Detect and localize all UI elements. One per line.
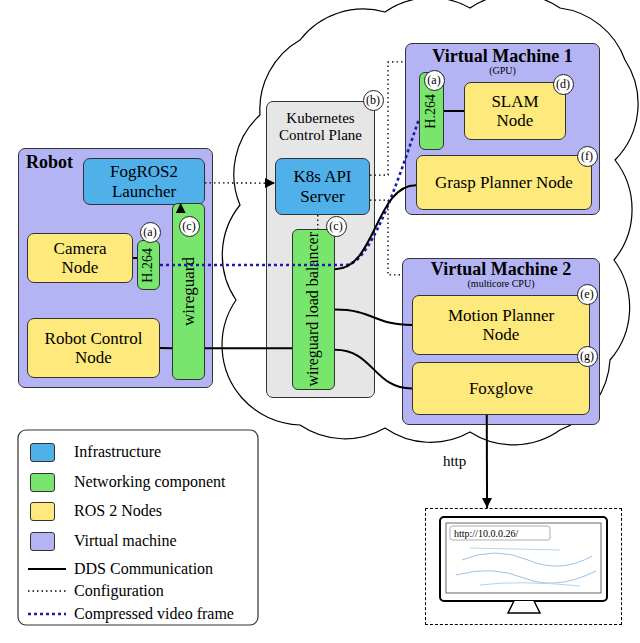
callout-number: (b) [363,90,384,111]
configuration-line [370,200,402,275]
legend-line-sample [28,590,66,591]
container-title: Virtual Machine 1 [406,46,599,66]
monitor-bezel [440,517,607,601]
node-label: Robot Control Node [36,329,151,367]
ros-node-box: Foxglove [412,362,590,415]
container-subtitle: (multicore CPU) [403,278,599,289]
configuration-line [180,203,181,205]
video-stream-line [160,119,419,265]
monitor-screen [446,523,601,593]
ros-node-box: Grasp Planner Node [416,155,592,210]
cloud-outline [222,0,638,445]
callout-number: (a) [424,70,445,91]
configuration-line [205,182,275,183]
node-label: SLAM Node [485,92,545,130]
callout-number: (a) [140,222,161,243]
configuration-line [317,215,318,229]
legend-label: Compressed video frame [74,604,234,624]
networking-box: H.264 [419,72,444,150]
configuration-line [370,62,405,175]
callout-number: (c) [179,216,200,237]
screen-scribble [470,548,580,586]
networking-box: wireguard [172,203,205,380]
virtual-machine-box: Virtual Machine 1(GPU)H.264SLAM NodeGras… [405,43,600,215]
ros-node-box: Motion Planner Node [412,295,590,355]
infrastructure-box: K8s API Server [275,158,370,215]
ros-node-box: Robot Control Node [27,318,160,378]
node-label: H.264 [141,248,156,283]
legend-label: Configuration [74,581,164,601]
system-box: RobotFogROS2 LauncherCamera Node H.264 wir… [18,148,213,388]
node-label: Grasp Planner Node [435,173,573,192]
legend-label: Networking component [74,472,226,492]
callout-number: (d) [553,74,574,95]
node-label: Foxglove [469,379,533,398]
networking-box: H.264 [137,240,160,290]
dds-line [486,415,488,508]
address-bar [450,526,550,540]
node-label: H.264 [424,94,439,129]
callout-number: (g) [577,346,598,367]
dds-line [160,347,172,349]
legend-swatch [30,443,55,462]
container-title: Robot [26,152,73,172]
dds-line [133,257,137,259]
screen-scribble [462,553,592,566]
legend-line-sample [28,568,66,570]
node-label: wireguard [180,257,198,326]
dds-line [444,110,464,112]
node-label: Camera Node [45,239,115,277]
legend-swatch [30,473,55,492]
legend-box [18,430,258,625]
callout-number: (e) [577,284,598,305]
virtual-machine-box: Virtual Machine 2(multicore CPU) Motion P… [402,258,600,425]
connector-group [133,62,487,508]
ros-node-box: Camera Node [27,233,133,283]
dds-line [335,310,412,326]
screen-scribble [456,571,596,583]
dds-line [335,185,416,269]
legend-label: ROS 2 Nodes [74,501,162,521]
monitor-frame: http://10.0.0.26/ [425,508,622,625]
legend-line-sample [28,613,66,616]
dds-line [205,347,292,349]
legend-label: DDS Communication [74,559,213,579]
legend-label: Virtual machine [74,531,177,551]
legend-label: Infrastructure [74,442,161,462]
node-label: wireguard load balancer [305,232,322,387]
control-plane-box: Kubernetes Control PlaneK8s API Server wi… [266,101,375,398]
networking-box: wireguard load balancer [292,229,335,390]
callout-number: (f) [577,146,598,167]
node-label: FogROS2 Launcher [94,162,194,200]
node-label: K8s API Server [285,167,360,205]
container-title: Virtual Machine 2 [403,259,599,279]
url-text: http://10.0.0.26/ [454,528,518,539]
callout-number: (c) [326,216,347,237]
ros-node-box: SLAM Node [464,82,566,140]
legend-line-group [28,569,66,614]
legend-swatch [30,532,55,551]
edge-label: http [443,452,466,470]
dds-line [335,350,412,389]
node-label: Motion Planner Node [436,306,566,344]
container-title: Kubernetes Control Plane [267,110,374,144]
infrastructure-box: FogROS2 Launcher [83,158,205,205]
monitor-stand [508,601,540,613]
legend-swatch [30,502,55,521]
